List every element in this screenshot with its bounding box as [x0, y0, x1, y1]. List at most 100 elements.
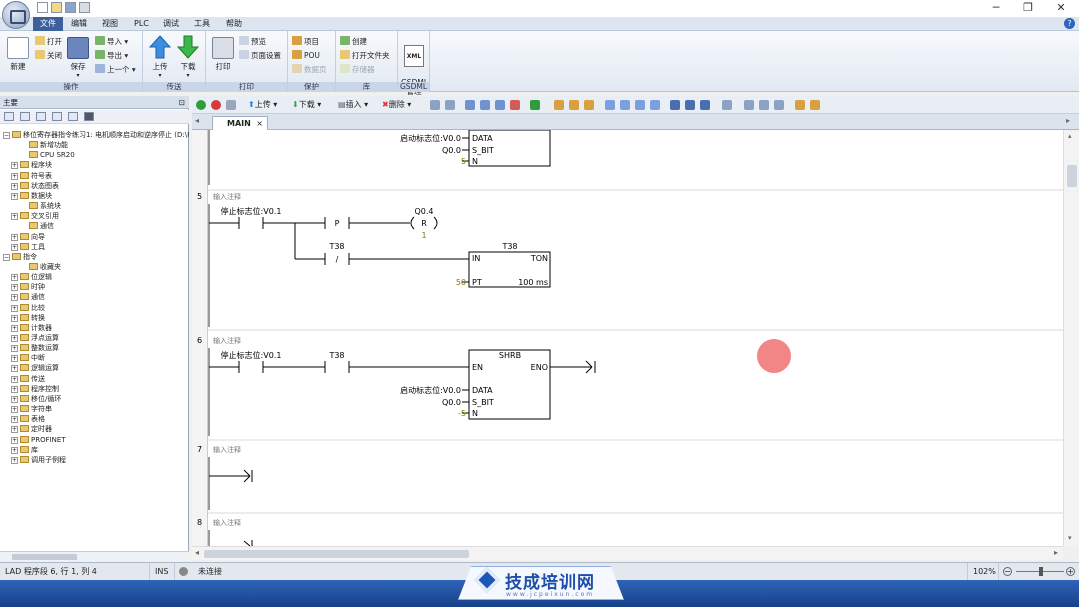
network-comment[interactable]: 输入注释	[213, 192, 241, 201]
tree-tool-icon[interactable]	[20, 112, 30, 121]
tree-item[interactable]: +时钟	[0, 282, 45, 292]
expand-icon[interactable]: +	[11, 172, 18, 180]
expand-icon[interactable]: +	[11, 355, 18, 363]
tree-item[interactable]: +传送	[0, 374, 45, 384]
network-comment[interactable]: 输入注释	[213, 518, 241, 527]
tree-item[interactable]: +向导	[0, 232, 45, 242]
expand-icon[interactable]: +	[11, 345, 18, 353]
tree-item[interactable]: +程序块	[0, 160, 52, 170]
zoom-out-icon[interactable]: −	[1003, 567, 1012, 576]
tree-item[interactable]: 通信	[0, 221, 54, 231]
menu-tools[interactable]: 工具	[194, 19, 210, 28]
expand-icon[interactable]: +	[11, 233, 18, 241]
ladder-editor[interactable]: 启动标志位:V0.0 DATA Q0.0 S_BIT 5 N 5 输入注释 停止…	[192, 130, 1063, 546]
network-comment[interactable]: 输入注释	[213, 445, 241, 454]
network-comment[interactable]: 输入注释	[213, 336, 241, 345]
pin-icon[interactable]: ⊡	[178, 98, 185, 107]
toolbar-tool-icon[interactable]	[554, 100, 564, 110]
coil-icon[interactable]	[685, 100, 695, 110]
storage-button[interactable]: 存储器	[340, 64, 375, 76]
expand-icon[interactable]: +	[11, 192, 18, 200]
tree-item[interactable]: +数据块	[0, 191, 52, 201]
tree-item[interactable]: −移位寄存器指令练习1: 电机顺序启动和逆序停止 (D:\PR	[0, 130, 189, 140]
close-icon[interactable]: ✕	[1056, 1, 1066, 14]
save-icon[interactable]	[65, 2, 76, 13]
menu-debug[interactable]: 调试	[163, 19, 179, 28]
expand-icon[interactable]: +	[11, 274, 18, 282]
import-button[interactable]: 导入 ▾	[95, 36, 128, 48]
expand-icon[interactable]: +	[11, 416, 18, 424]
menu-help[interactable]: 帮助	[226, 19, 242, 28]
tree-item[interactable]: +定时器	[0, 424, 52, 434]
scroll-up-icon[interactable]: ▴	[1068, 132, 1072, 140]
contact-icon[interactable]	[670, 100, 680, 110]
toolbar-upload-button[interactable]: ⬆上传 ▾	[248, 100, 278, 109]
print-icon[interactable]	[79, 2, 90, 13]
tree-horizontal-scrollbar[interactable]	[0, 551, 189, 562]
tree-item[interactable]: +转换	[0, 313, 45, 323]
tree-item[interactable]: +状态图表	[0, 181, 59, 191]
tree-item[interactable]: +移位/循环	[0, 394, 61, 404]
tree-item[interactable]: +浮点运算	[0, 333, 59, 343]
toolbar-tool-icon[interactable]	[759, 100, 769, 110]
scroll-down-icon[interactable]: ▾	[1068, 534, 1072, 542]
open-folder-button[interactable]: 打开文件夹	[340, 50, 390, 62]
toolbar-tool-icon[interactable]	[650, 100, 660, 110]
expand-icon[interactable]: +	[11, 426, 18, 434]
box-icon[interactable]	[700, 100, 710, 110]
new-file-icon[interactable]	[37, 2, 48, 13]
tree-item[interactable]: +计数器	[0, 323, 52, 333]
expand-icon[interactable]: +	[11, 294, 18, 302]
tree-item[interactable]: +位逻辑	[0, 272, 52, 282]
expand-icon[interactable]: +	[11, 385, 18, 393]
toolbar-tool-icon[interactable]	[722, 100, 732, 110]
tab-scroll-right-icon[interactable]: ▸	[1066, 116, 1071, 125]
tree-item[interactable]: +PROFINET	[0, 435, 66, 445]
tree-item[interactable]: +字符串	[0, 404, 52, 414]
toolbar-tool-icon[interactable]	[445, 100, 455, 110]
tree-item[interactable]: +符号表	[0, 171, 52, 181]
new-button[interactable]: 新建	[5, 37, 31, 72]
compile-icon[interactable]	[226, 100, 236, 110]
minimize-icon[interactable]: ─	[992, 1, 1000, 14]
tree-tool-icon[interactable]	[36, 112, 46, 121]
open-button[interactable]: 打开	[35, 36, 62, 48]
expand-icon[interactable]: +	[11, 284, 18, 292]
tree-item[interactable]: CPU SR20	[0, 150, 75, 160]
collapse-icon[interactable]: −	[3, 132, 10, 139]
project-button[interactable]: 项目	[292, 36, 319, 48]
menu-plc[interactable]: PLC	[134, 19, 149, 28]
tab-main[interactable]: MAIN×	[212, 116, 268, 130]
help-icon[interactable]: ?	[1064, 18, 1075, 29]
download-button[interactable]: 下载▾	[176, 35, 200, 79]
tree-item[interactable]: +程序控制	[0, 384, 59, 394]
tree-tool-icon[interactable]	[68, 112, 78, 121]
toolbar-delete-button[interactable]: ✖删除 ▾	[382, 100, 412, 109]
toolbar-download-button[interactable]: ⬇下载 ▾	[292, 100, 322, 109]
scroll-right-icon[interactable]: ▸	[1054, 548, 1059, 557]
editor-vertical-scrollbar[interactable]: ▴ ▾	[1063, 130, 1079, 546]
print-button[interactable]: 打印	[211, 37, 235, 72]
save-button[interactable]: 保存▾	[66, 37, 90, 79]
tree-tool-icon[interactable]	[4, 112, 14, 121]
tree-item[interactable]: 新增功能	[0, 140, 68, 150]
tree-item[interactable]: +比较	[0, 303, 45, 313]
tree-tool-icon[interactable]	[84, 112, 94, 121]
expand-icon[interactable]: +	[11, 182, 18, 190]
tree-item[interactable]: +表格	[0, 414, 45, 424]
menu-file[interactable]: 文件	[33, 17, 63, 31]
export-button[interactable]: 导出 ▾	[95, 50, 128, 62]
expand-icon[interactable]: +	[11, 375, 18, 383]
scroll-left-icon[interactable]: ◂	[195, 548, 200, 557]
tree-item[interactable]: +工具	[0, 242, 45, 252]
page-setup-button[interactable]: 页面设置	[239, 50, 281, 62]
tree-item[interactable]: +交叉引用	[0, 211, 59, 221]
toolbar-tool-icon[interactable]	[744, 100, 754, 110]
previous-button[interactable]: 上一个 ▾	[95, 64, 136, 76]
tree-item[interactable]: 收藏夹	[0, 262, 61, 272]
toolbar-tool-icon[interactable]	[795, 100, 805, 110]
restore-icon[interactable]: ❐	[1023, 1, 1033, 14]
expand-icon[interactable]: +	[11, 314, 18, 322]
expand-icon[interactable]: +	[11, 456, 18, 464]
toolbar-tool-icon[interactable]	[635, 100, 645, 110]
